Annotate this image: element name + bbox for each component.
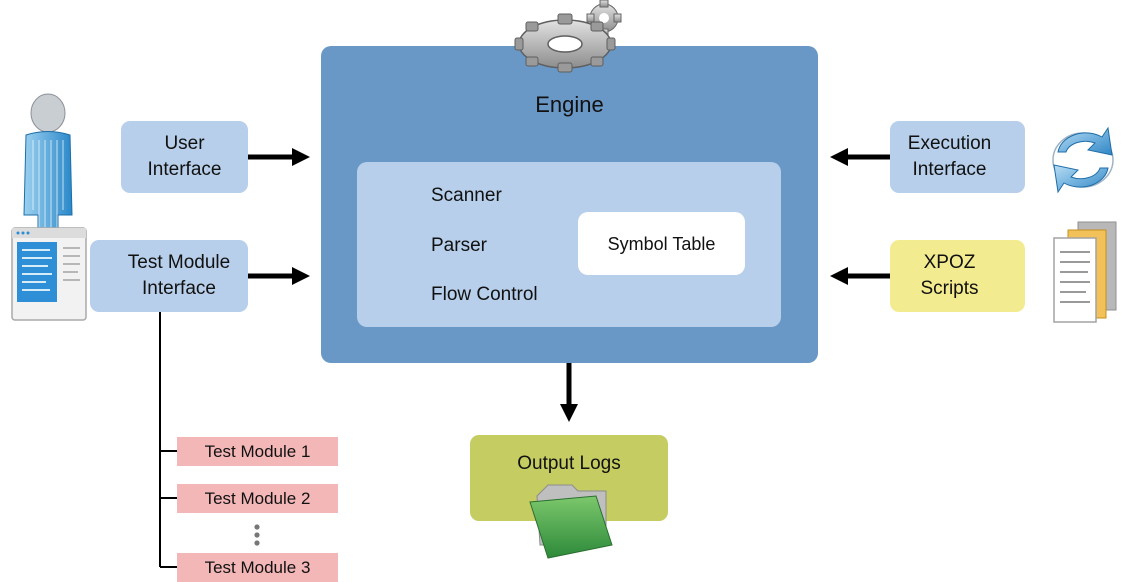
- window-app-icon: [11, 227, 87, 321]
- test-module-3: Test Module 3: [177, 553, 338, 582]
- test-module-2: Test Module 2: [177, 484, 338, 513]
- xpoz-scripts-label-line1: XPOZ: [923, 252, 976, 273]
- xpoz-scripts-box: XPOZ Scripts: [890, 240, 1025, 312]
- user-interface-label-line1: User: [164, 133, 205, 154]
- ellipsis-dots: [254, 524, 260, 546]
- folder-icon: [529, 484, 613, 559]
- arrow-execution-interface-to-engine: [830, 148, 890, 166]
- xpoz-scripts-label-line2: Scripts: [920, 278, 979, 299]
- user-interface-box: User Interface: [121, 121, 248, 193]
- test-module-connector: [159, 312, 177, 568]
- arrow-user-interface-to-engine: [248, 148, 310, 166]
- test-module-1: Test Module 1: [177, 437, 338, 466]
- arrow-xpoz-scripts-to-engine: [830, 267, 890, 285]
- test-module-interface-box: Test Module Interface: [90, 240, 248, 312]
- symbol-table: Symbol Table: [578, 212, 745, 275]
- execution-interface-label-line1: Execution: [907, 133, 992, 154]
- gears-icon: [514, 0, 622, 73]
- parser-label: Parser: [431, 235, 487, 256]
- scanner-label: Scanner: [431, 185, 502, 206]
- test-module-interface-label-line1: Test Module: [127, 252, 231, 273]
- engine-title: Engine: [535, 92, 604, 117]
- user-interface-label-line2: Interface: [147, 159, 222, 180]
- output-logs-label: Output Logs: [517, 453, 621, 474]
- flow-control-label: Flow Control: [431, 284, 538, 305]
- refresh-cycle-icon: [1052, 126, 1114, 194]
- arrow-engine-to-output-logs: [560, 363, 578, 422]
- test-module-interface-label-line2: Interface: [142, 278, 216, 299]
- execution-interface-box: Execution Interface: [890, 121, 1025, 193]
- documents-icon: [1053, 221, 1117, 323]
- user-person-icon: [23, 93, 73, 253]
- arrow-test-module-interface-to-engine: [248, 267, 310, 285]
- execution-interface-label-line2: Interface: [912, 159, 987, 180]
